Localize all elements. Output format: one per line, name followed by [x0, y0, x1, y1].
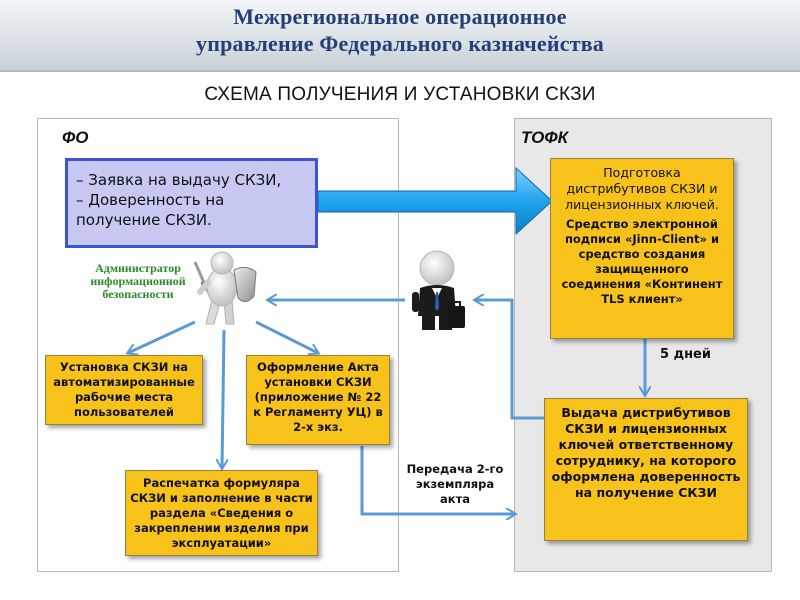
act-box: Оформление Акта установки СКЗИ (приложен… — [246, 355, 390, 445]
prep-main-text: Подготовка дистрибутивов СКЗИ и лицензио… — [565, 165, 719, 212]
request-box: – Заявка на выдачу СКЗИ, – Доверенность … — [65, 158, 318, 248]
install-box: Установка СКЗИ на автоматизированные раб… — [45, 355, 203, 425]
panel-fo-label: ФО — [62, 128, 89, 147]
arrow-admin-to-install — [128, 320, 196, 353]
employee-figure-icon — [412, 250, 465, 330]
admin-figure-icon — [193, 251, 257, 325]
print-box: Распечатка формуляра СКЗИ и заполнение в… — [125, 470, 318, 556]
request-line-3: получение СКЗИ. — [76, 211, 212, 229]
big-request-arrow — [317, 166, 553, 236]
banner-title-line2: управление Федерального казначейства — [196, 31, 604, 56]
arrow-admin-to-act — [255, 320, 318, 353]
request-line-1: – Заявка на выдачу СКЗИ, — [76, 171, 282, 189]
prep-box: Подготовка дистрибутивов СКЗИ и лицензио… — [550, 158, 734, 339]
arrow-admin-to-print — [222, 329, 224, 468]
banner-title-line1: Межрегиональное операционное — [233, 4, 567, 29]
arrow-issue-to-employee — [475, 300, 544, 420]
panel-tofk-label: ТОФК — [521, 128, 569, 147]
request-line-2: – Доверенность на — [76, 191, 225, 209]
transfer-label: Передача 2-го экземпляра акта — [406, 462, 504, 506]
arrow-act-transfer — [360, 446, 515, 514]
diagram-title: СХЕМА ПОЛУЧЕНИЯ И УСТАНОВКИ СКЗИ — [204, 84, 596, 105]
days-label: 5 дней — [660, 347, 711, 362]
header-banner: Межрегиональное операционное управление … — [0, 0, 800, 72]
issue-box: Выдача дистрибутивов СКЗИ и лицензионных… — [544, 398, 748, 541]
prep-detail-text: Средство электронной подписи «Jinn-Clien… — [561, 217, 723, 306]
admin-label: Администратор информационной безопасност… — [90, 261, 186, 301]
